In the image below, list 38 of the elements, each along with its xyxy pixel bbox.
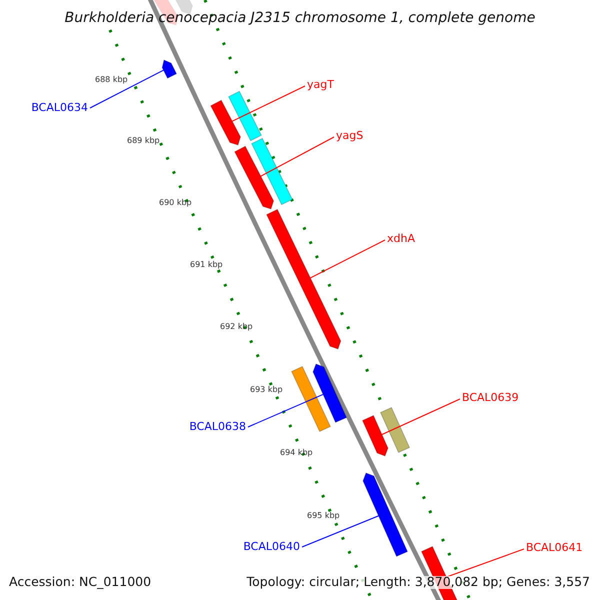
- gene-label: yagS: [336, 130, 364, 141]
- tick-label: 690 kbp: [159, 199, 192, 207]
- tick-label: 689 kbp: [127, 137, 160, 145]
- tick-label: 692 kbp: [220, 323, 253, 331]
- gene-label: BCAL0640: [243, 541, 300, 552]
- leader-line: [310, 240, 386, 278]
- leader-line: [260, 136, 334, 177]
- pointed-gene-block: [162, 59, 178, 79]
- pointed-gene-block: [266, 208, 342, 350]
- leader-line: [90, 70, 164, 108]
- leader-line: [302, 515, 379, 548]
- pointed-gene-block: [362, 472, 408, 557]
- leader-line: [232, 86, 306, 122]
- gene-block: [291, 366, 331, 432]
- gene-label: BCAL0641: [526, 542, 583, 553]
- diagram-title: Burkholderia cenocepacia J2315 chromosome 1, complete genome: [64, 11, 536, 25]
- footer-text: Accession: NC_011000: [9, 576, 152, 588]
- tick-label: 691 kbp: [190, 261, 223, 269]
- gene-block: [228, 90, 262, 142]
- leader-line: [382, 398, 460, 435]
- pointed-gene-block: [312, 363, 348, 423]
- tick-label: 694 kbp: [280, 449, 313, 457]
- pointed-gene-block: [210, 100, 241, 146]
- gene-label: xdhA: [387, 233, 415, 244]
- gene-label: BCAL0634: [31, 102, 88, 113]
- gene-label: BCAL0638: [189, 421, 246, 432]
- tick-label: 693 kbp: [250, 386, 283, 394]
- gene-label: yagT: [307, 79, 334, 90]
- tick-label: 695 kbp: [307, 512, 340, 520]
- tick-label: 688 kbp: [95, 76, 128, 84]
- footer-text: Topology: circular; Length: 3,870,082 bp; Genes: 3,557: [246, 576, 590, 588]
- leader-line: [248, 394, 324, 428]
- gene-block: [251, 138, 293, 206]
- leader-line: [446, 548, 524, 578]
- pointed-gene-block: [362, 414, 388, 457]
- gene-label: BCAL0639: [462, 392, 519, 403]
- gene-block: [380, 406, 410, 454]
- pointed-gene-block: [234, 146, 274, 210]
